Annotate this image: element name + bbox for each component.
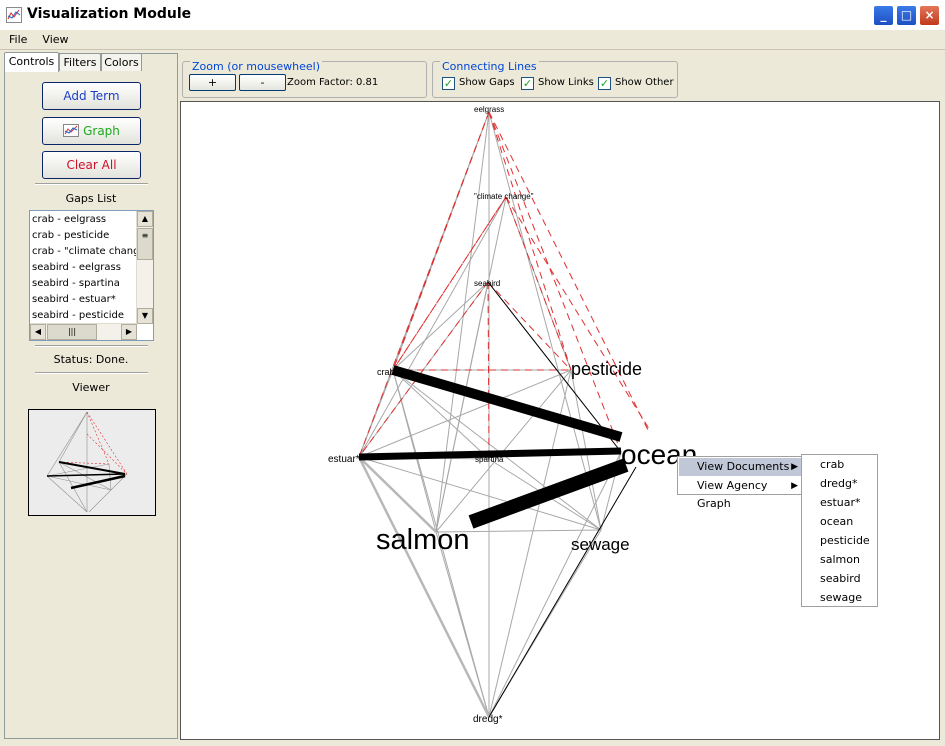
show-other-checkbox[interactable]: ✓ [598, 77, 611, 90]
node-eelgrass[interactable]: eelgrass [474, 105, 504, 114]
separator [35, 183, 148, 185]
graph-canvas[interactable]: eelgrass "climate change" seabird crab p… [180, 101, 940, 740]
term-graph: eelgrass "climate change" seabird crab p… [328, 105, 697, 725]
list-item[interactable]: crab - eelgrass [32, 214, 107, 225]
add-term-button[interactable]: Add Term [42, 82, 141, 110]
scroll-right-icon[interactable]: ▶ [121, 324, 137, 340]
separator [35, 345, 148, 347]
node-seabird[interactable]: seabird [474, 279, 500, 288]
other-lines [358, 111, 622, 718]
show-gaps-label: Show Gaps [459, 77, 515, 88]
node-crab[interactable]: crab [377, 367, 395, 377]
chevron-right-icon: ▶ [791, 481, 798, 491]
submenu-item[interactable]: dredg* [820, 477, 858, 490]
graph-icon [7, 9, 21, 20]
window-titlebar: Visualization Module _ □ × [0, 0, 945, 31]
tab-colors[interactable]: Colors [101, 53, 142, 71]
clear-all-button[interactable]: Clear All [42, 151, 141, 179]
graph-button-label: Graph [83, 124, 120, 138]
menu-view[interactable]: View [42, 33, 69, 46]
context-menu: View Documents ▶ View Agency Graph ▶ [677, 456, 804, 510]
gaps-list[interactable]: crab - eelgrass crab - pesticide crab - … [29, 210, 154, 341]
chevron-right-icon: ▶ [791, 462, 798, 472]
submenu-item[interactable]: pesticide [820, 534, 870, 547]
close-button[interactable]: × [919, 5, 940, 26]
node-spartina[interactable]: spartina [475, 455, 504, 464]
app-icon [6, 7, 22, 23]
node-pesticide[interactable]: pesticide [571, 359, 642, 379]
viewer-label: Viewer [72, 381, 110, 394]
list-item[interactable]: crab - pesticide [32, 230, 110, 241]
zoom-factor-label: Zoom Factor: 0.81 [287, 77, 379, 88]
separator [35, 372, 148, 374]
viewer-minimap[interactable] [28, 409, 156, 516]
node-sewage[interactable]: sewage [571, 535, 630, 554]
submenu-item[interactable]: ocean [820, 515, 854, 528]
maximize-button[interactable]: □ [896, 5, 917, 26]
node-salmon[interactable]: salmon [376, 524, 470, 556]
submenu-item[interactable]: sewage [820, 591, 862, 604]
menu-file[interactable]: File [9, 33, 28, 46]
minimap-graph [46, 411, 128, 513]
submenu-item[interactable]: seabird [820, 572, 861, 585]
view-documents-label: View Documents [697, 460, 790, 473]
show-other-label: Show Other [615, 77, 674, 88]
gap-lines [358, 111, 652, 460]
node-climate-change[interactable]: "climate change" [474, 192, 534, 201]
zoom-out-button[interactable]: - [239, 74, 286, 91]
view-agency-graph-label: View Agency Graph [697, 479, 768, 510]
submenu-item[interactable]: crab [820, 458, 845, 471]
scroll-left-icon[interactable]: ◀ [30, 324, 46, 340]
scroll-down-icon[interactable]: ▼ [137, 308, 153, 324]
zoom-in-button[interactable]: + [189, 74, 236, 91]
menu-item-view-agency-graph[interactable]: View Agency Graph ▶ [679, 477, 802, 510]
graph-button[interactable]: Graph [42, 117, 141, 145]
graph-icon [63, 124, 80, 137]
vertical-scrollbar[interactable]: ▲ ≡ ▼ [136, 211, 153, 324]
list-item[interactable]: seabird - pesticide [32, 310, 125, 321]
menu-item-view-documents[interactable]: View Documents ▶ [679, 458, 802, 476]
node-dredg[interactable]: dredg* [473, 714, 503, 725]
window-title: Visualization Module [27, 6, 192, 22]
status-text: Status: Done. [53, 353, 129, 366]
scroll-up-icon[interactable]: ▲ [137, 211, 153, 227]
scroll-thumb[interactable]: ||| [47, 324, 97, 340]
tab-controls[interactable]: Controls [4, 52, 59, 72]
scroll-thumb[interactable]: ≡ [137, 228, 153, 260]
link-lines [358, 281, 637, 718]
zoom-group-title: Zoom (or mousewheel) [190, 60, 323, 73]
minimize-button[interactable]: _ [873, 5, 894, 26]
node-estuar[interactable]: estuar* [328, 454, 360, 465]
list-item[interactable]: seabird - spartina [32, 278, 120, 289]
tab-filters[interactable]: Filters [59, 53, 101, 71]
show-gaps-checkbox[interactable]: ✓ [442, 77, 455, 90]
list-item[interactable]: seabird - eelgrass [32, 262, 121, 273]
horizontal-scrollbar[interactable]: ◀ ||| ▶ [30, 323, 137, 340]
show-links-checkbox[interactable]: ✓ [521, 77, 534, 90]
graph-nodes: eelgrass "climate change" seabird crab p… [328, 105, 697, 725]
submenu-item[interactable]: salmon [820, 553, 860, 566]
other-thick-lines [357, 456, 491, 718]
list-item[interactable]: seabird - estuar* [32, 294, 116, 305]
connecting-lines-group: Connecting Lines [432, 60, 678, 98]
documents-submenu: crab dredg* estuar* ocean pesticide salm… [801, 454, 878, 607]
menubar: File View [0, 30, 945, 50]
gaps-list-title: Gaps List [65, 192, 117, 205]
submenu-item[interactable]: estuar* [820, 496, 861, 509]
list-item[interactable]: crab - "climate change" [32, 246, 151, 257]
zoom-group: Zoom (or mousewheel) [182, 60, 427, 98]
show-links-label: Show Links [538, 77, 594, 88]
connecting-lines-title: Connecting Lines [440, 60, 539, 73]
